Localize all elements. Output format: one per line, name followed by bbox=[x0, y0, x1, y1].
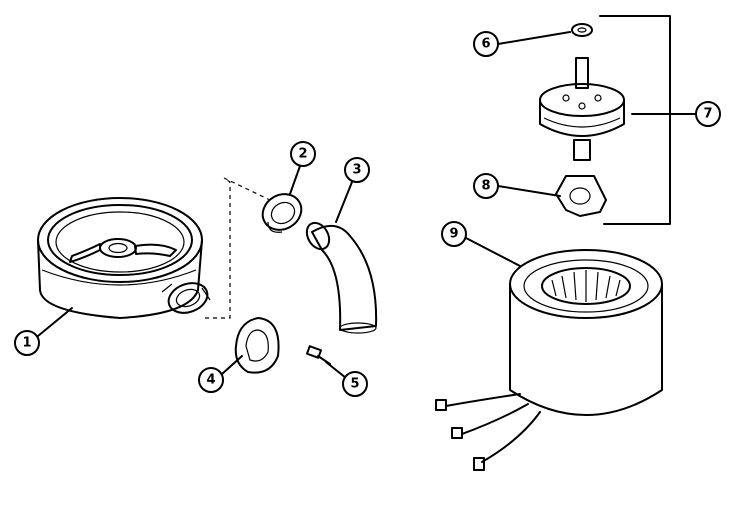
part-4-flange bbox=[234, 317, 280, 374]
part-9-motor-stator bbox=[435, 249, 663, 471]
callout-8-label: 8 bbox=[481, 179, 490, 194]
callout-9-label: 9 bbox=[449, 227, 458, 242]
callout-9: 9 bbox=[441, 221, 467, 247]
callout-7-label: 7 bbox=[703, 107, 712, 122]
part-8-bearing-clip bbox=[555, 175, 607, 217]
callout-6: 6 bbox=[473, 31, 499, 57]
callout-5: 5 bbox=[342, 371, 368, 397]
callout-4: 4 bbox=[198, 367, 224, 393]
leader-lines bbox=[37, 31, 697, 379]
callout-8: 8 bbox=[473, 173, 499, 199]
part-3-elbow-tube bbox=[305, 221, 378, 334]
part-1-lower-housing bbox=[37, 177, 271, 319]
callout-4-label: 4 bbox=[206, 373, 215, 388]
callout-3: 3 bbox=[344, 157, 370, 183]
part-2-gasket bbox=[261, 193, 303, 233]
callout-1: 1 bbox=[14, 330, 40, 356]
callout-2: 2 bbox=[290, 141, 316, 167]
callout-3-label: 3 bbox=[352, 163, 361, 178]
callout-1-label: 1 bbox=[22, 336, 31, 351]
part-7-rotor-assembly bbox=[539, 15, 671, 225]
callout-6-label: 6 bbox=[481, 37, 490, 52]
callout-5-label: 5 bbox=[350, 377, 359, 392]
callout-2-label: 2 bbox=[298, 147, 307, 162]
callout-7: 7 bbox=[695, 101, 721, 127]
part-6-washer bbox=[571, 23, 593, 37]
